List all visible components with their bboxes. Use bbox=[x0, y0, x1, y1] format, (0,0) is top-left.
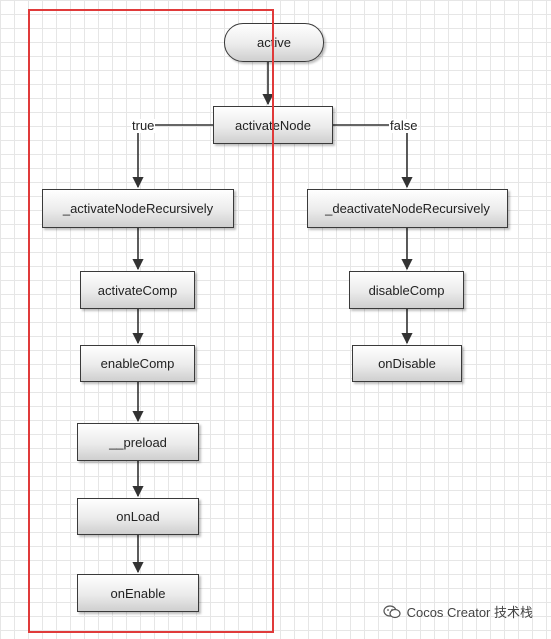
false-edge-label: false bbox=[389, 118, 419, 133]
node-activateComp: activateComp bbox=[80, 271, 195, 309]
node-enableComp: enableComp bbox=[80, 345, 195, 382]
arrow-false-branch bbox=[333, 124, 413, 189]
wechat-icon bbox=[382, 604, 401, 618]
node-deactivateNodeRecursively: _deactivateNodeRecursively bbox=[307, 189, 508, 228]
node-disableComp: disableComp bbox=[349, 271, 464, 309]
true-edge-label: true bbox=[131, 118, 156, 133]
start-node-active: active bbox=[224, 23, 324, 62]
node-preload: __preload bbox=[77, 423, 199, 461]
node-onDisable: onDisable bbox=[352, 345, 462, 382]
node-onEnable: onEnable bbox=[77, 574, 199, 612]
node-activateNodeRecursively: _activateNodeRecursively bbox=[42, 189, 234, 228]
watermark: Cocos Creator 技术栈 bbox=[382, 602, 533, 621]
watermark-text: Cocos Creator 技术栈 bbox=[406, 605, 533, 620]
highlight-box-true-branch bbox=[28, 9, 274, 633]
node-onLoad: onLoad bbox=[77, 498, 199, 535]
